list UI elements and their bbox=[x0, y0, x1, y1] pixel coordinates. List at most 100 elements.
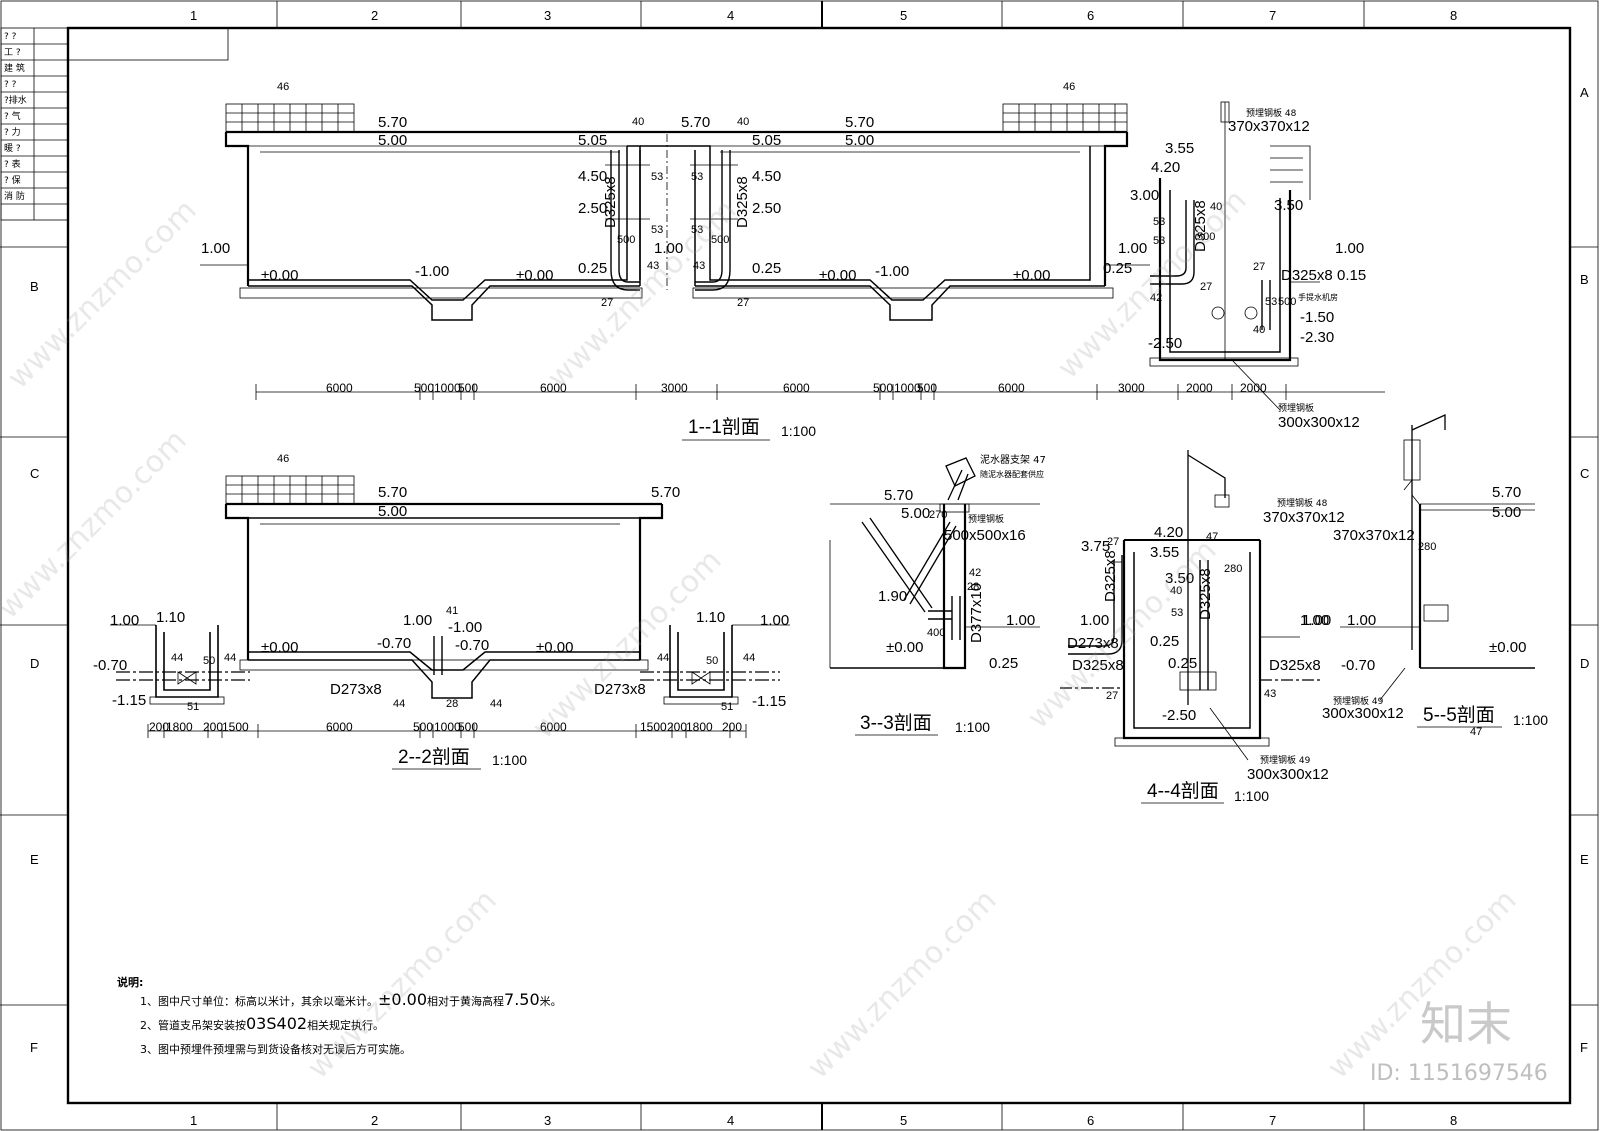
item-number: 27 bbox=[601, 297, 613, 309]
elevation: 5.00 bbox=[901, 505, 930, 522]
col-marker: 3 bbox=[544, 1113, 551, 1128]
elevation: ±0.00 bbox=[886, 639, 923, 656]
dim-label: 6000 bbox=[540, 381, 567, 395]
section-scale: 1:100 bbox=[955, 719, 990, 735]
elevation: 3.50 bbox=[1165, 570, 1194, 587]
elevation: 1.90 bbox=[878, 588, 907, 605]
discipline-cell: ? 气 bbox=[4, 110, 21, 122]
elevation: 5.00 bbox=[845, 132, 874, 149]
dim-label: 500 bbox=[413, 720, 433, 734]
row-marker: B bbox=[1580, 272, 1589, 287]
elevation: 1.00 bbox=[1335, 240, 1364, 257]
discipline-cell: 工 ? bbox=[4, 48, 21, 58]
elevation: -0.70 bbox=[455, 637, 489, 654]
item-number: 44 bbox=[393, 698, 405, 710]
elevation: 5.00 bbox=[1492, 504, 1521, 521]
section-4-4: 4.20 3.75 3.55 3.50 1.00 0.25 0.25 -2.50… bbox=[1060, 450, 1375, 804]
item-number: 40 bbox=[1170, 585, 1182, 597]
watermark-text: www.znzmo.com bbox=[1321, 883, 1524, 1086]
item-number: 51 bbox=[721, 701, 733, 713]
elevation: 3.50 bbox=[1274, 197, 1303, 214]
dim-label: 1000 bbox=[434, 720, 461, 734]
dim-label: 500 bbox=[414, 381, 434, 395]
elevation: 3.00 bbox=[1130, 187, 1159, 204]
item-number: 44 bbox=[490, 698, 502, 710]
plate-label: 预埋钢板 bbox=[968, 513, 1004, 525]
mixer-label: 泥水器支架 47 bbox=[980, 453, 1046, 466]
row-marker: F bbox=[1580, 1040, 1588, 1055]
item-number: 42 bbox=[969, 567, 981, 579]
elevation: -1.15 bbox=[752, 693, 786, 710]
elevation: 0.25 bbox=[752, 260, 781, 277]
plate-label: 预埋钢板 48 bbox=[1277, 497, 1328, 509]
plate-size: 370x370x12 bbox=[1228, 118, 1310, 135]
elevation: 2.50 bbox=[752, 200, 781, 217]
elevation: -1.00 bbox=[448, 619, 482, 636]
plate-label: 预埋钢板 49 bbox=[1333, 695, 1384, 707]
elevation: 1.00 bbox=[1006, 612, 1035, 629]
col-marker: 6 bbox=[1087, 1113, 1094, 1128]
item-number: 28 bbox=[967, 581, 979, 593]
col-marker: 2 bbox=[371, 1113, 378, 1128]
section-title: 5--5剖面 bbox=[1423, 704, 1495, 726]
item-number: 40 bbox=[1210, 201, 1222, 213]
dim-label: 1500 bbox=[640, 720, 667, 734]
section-scale: 1:100 bbox=[781, 423, 816, 439]
dim-label: 2000 bbox=[1240, 381, 1267, 395]
elevation: 5.70 bbox=[651, 484, 680, 501]
elevation: -1.50 bbox=[1300, 309, 1334, 326]
item-number: 28 bbox=[446, 698, 458, 710]
section-title: 3--3剖面 bbox=[860, 712, 932, 734]
item-number: 44 bbox=[657, 652, 669, 664]
note-2: 2、管道支吊架安装按03S402相关规定执行。 bbox=[140, 1014, 384, 1033]
dim-label: 200 bbox=[149, 720, 169, 734]
elevation: -2.30 bbox=[1300, 329, 1334, 346]
elevation: 1.10 bbox=[156, 609, 185, 626]
elevation: -0.70 bbox=[1341, 657, 1375, 674]
pipe-label: D273x8 bbox=[330, 681, 382, 698]
elevation: ±0.00 bbox=[261, 267, 298, 284]
elevation: 1.00 bbox=[1347, 612, 1376, 629]
pipe-label: D325x8 bbox=[734, 176, 751, 228]
section-title: 2--2剖面 bbox=[398, 746, 470, 768]
discipline-cell: ? ? bbox=[4, 32, 17, 42]
dim-label: 200 bbox=[722, 720, 742, 734]
elevation: 5.70 bbox=[884, 487, 913, 504]
elevation: 1.00 bbox=[1300, 612, 1329, 629]
dim-label: 1500 bbox=[222, 720, 249, 734]
item-number: 46 bbox=[277, 453, 289, 465]
item-number: 27 bbox=[1106, 690, 1118, 702]
pipe-label: D325x8 bbox=[1269, 657, 1321, 674]
discipline-cell: 暖 ? bbox=[4, 142, 21, 154]
discipline-cell: ? 力 bbox=[4, 126, 21, 138]
railing-2 bbox=[225, 475, 355, 505]
elevation: 1.00 bbox=[403, 612, 432, 629]
watermark-text: www.znzmo.com bbox=[1, 193, 204, 396]
dim-label: 1000 bbox=[434, 381, 461, 395]
dim-label: 200 bbox=[667, 720, 687, 734]
item-number: 51 bbox=[187, 701, 199, 713]
discipline-cell: 消 防 bbox=[4, 190, 25, 202]
item-number: 53 bbox=[691, 224, 703, 236]
dim-label: 500 bbox=[917, 381, 937, 395]
col-marker: 8 bbox=[1450, 8, 1457, 23]
elevation: -0.70 bbox=[377, 635, 411, 652]
item-number: 43 bbox=[693, 260, 705, 272]
item-number: 27 bbox=[1107, 536, 1119, 548]
discipline-cell: ? 保 bbox=[4, 174, 21, 186]
elevation: 1.00 bbox=[110, 612, 139, 629]
row-marker: B bbox=[30, 279, 39, 294]
watermark-id: ID: 1151697546 bbox=[1370, 1061, 1548, 1086]
section-title: 1--1剖面 bbox=[688, 416, 760, 438]
plate-label: 预埋钢板 48 bbox=[1246, 107, 1297, 119]
item-number: 44 bbox=[171, 652, 183, 664]
dim-label: 1000 bbox=[894, 381, 921, 395]
item-number: 53 bbox=[1153, 216, 1165, 228]
row-marker: E bbox=[30, 852, 39, 867]
general-notes: 说明: 1、图中尺寸单位：标高以米计，其余以毫米计。±0.00相对于黄海高程7.… bbox=[117, 975, 562, 1056]
pipe-label: D273x8 bbox=[594, 681, 646, 698]
item-number: 43 bbox=[1264, 688, 1276, 700]
item-number: 27 bbox=[1253, 261, 1265, 273]
col-marker: 4 bbox=[727, 8, 734, 23]
watermark-text: www.znzmo.com bbox=[1051, 183, 1254, 386]
